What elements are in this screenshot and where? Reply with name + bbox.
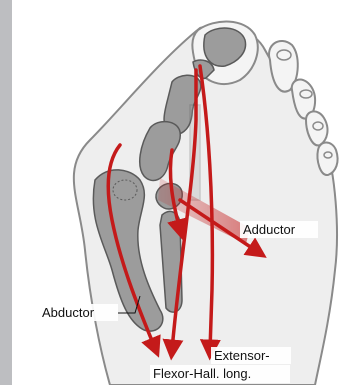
abductor-label: Abductor [42,305,95,320]
toe-5 [317,143,337,176]
adductor-label: Adductor [243,222,296,237]
flexor-label: Flexor-Hall. long. [153,366,251,381]
extensor-label: Extensor- [214,348,270,363]
